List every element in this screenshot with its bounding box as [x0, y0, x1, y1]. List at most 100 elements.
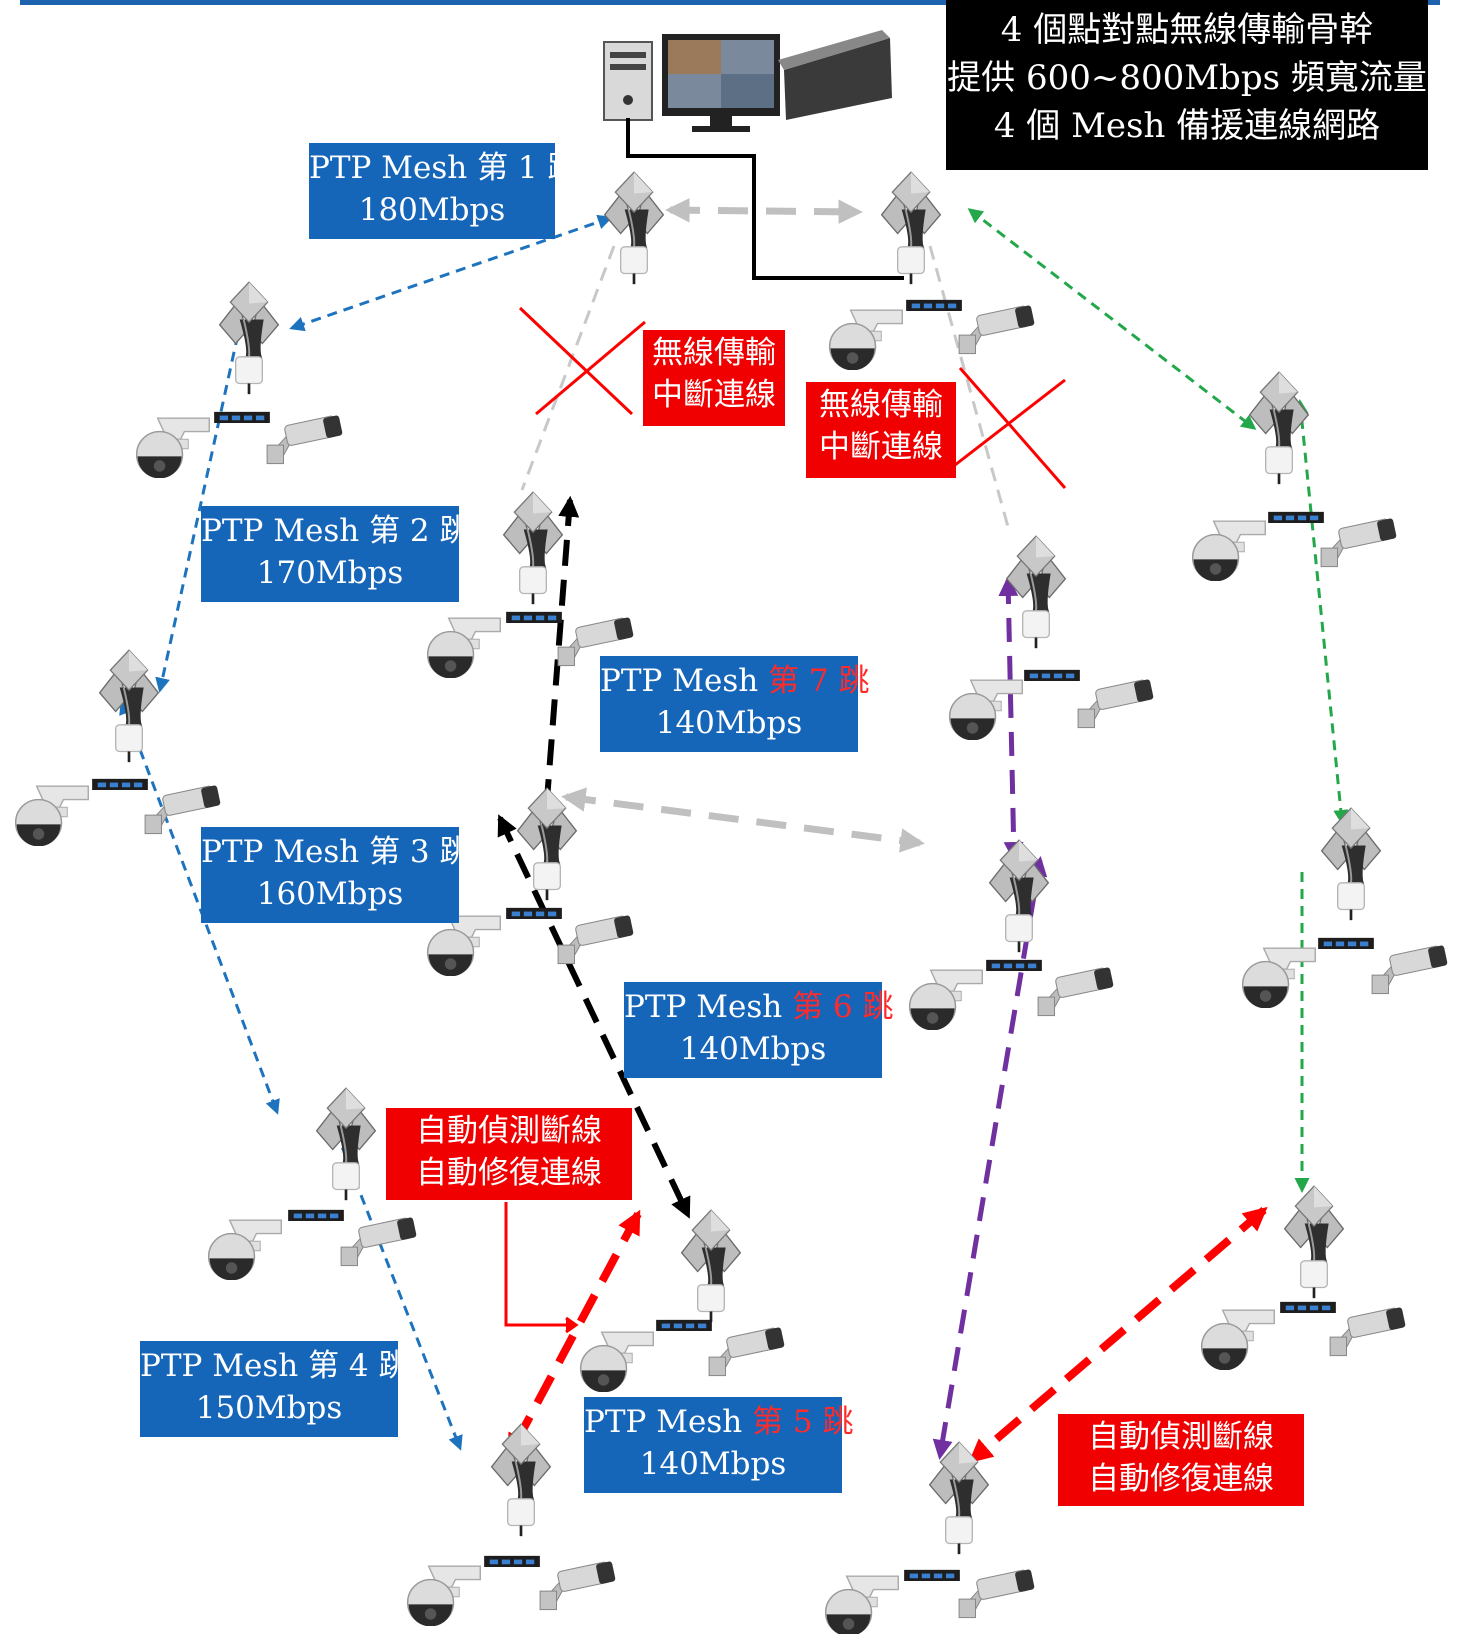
node-icon [1320, 806, 1382, 922]
switch-icon [506, 907, 562, 919]
hop-label-1: PTP Mesh 第 1 跳 180Mbps [309, 143, 579, 239]
hop-number: 第 7 跳 [768, 663, 870, 699]
bullet-camera-icon [708, 1326, 786, 1377]
hop-speed: 140Mbps [655, 705, 803, 741]
ptz-camera-icon [135, 417, 210, 478]
recovery-note-2: 自動偵測斷線 自動修復連線 [1058, 1414, 1304, 1506]
switch-icon [288, 1209, 344, 1221]
hop-number: 第 1 跳 [477, 150, 579, 186]
switch-icon [1318, 937, 1374, 949]
hop-prefix: PTP Mesh [201, 513, 360, 549]
hop-label-3: PTP Mesh 第 3 跳 160Mbps [201, 827, 471, 923]
ptz-camera-icon [828, 309, 903, 370]
hop-number: 第 5 跳 [752, 1404, 854, 1440]
bullet-camera-icon [1329, 1306, 1407, 1357]
red-recovery-path [506, 1206, 1268, 1464]
hop-speed: 150Mbps [195, 1390, 343, 1426]
ptz-camera-icon [406, 1565, 481, 1626]
interruption-note-1: 無線傳輸 中斷連線 [643, 330, 785, 426]
note-line-2: 自動修復連線 [416, 1155, 602, 1191]
switch-icon [92, 778, 148, 790]
hop-speed: 140Mbps [639, 1446, 787, 1482]
node-icon [98, 648, 160, 764]
bullet-camera-icon [1371, 944, 1449, 995]
ptz-camera-icon [579, 1331, 654, 1392]
hop-label-6: PTP Mesh 第 6 跳 140Mbps [624, 982, 894, 1078]
note-line-2: 中斷連線 [819, 429, 943, 465]
switch-icon [986, 959, 1042, 971]
hop-label-7: PTP Mesh 第 7 跳 140Mbps [600, 656, 870, 752]
node-icon [1248, 370, 1310, 486]
ptz-camera-icon [426, 915, 501, 976]
top-accent-bar [20, 0, 1440, 5]
summary-line-1: 4 個點對點無線傳輸骨幹 [1000, 10, 1374, 50]
switch-icon [214, 411, 270, 423]
hop-speed: 180Mbps [358, 192, 506, 228]
bullet-camera-icon [266, 414, 344, 465]
bullet-camera-icon [958, 304, 1036, 355]
gray-links [561, 197, 925, 853]
hop-prefix: PTP Mesh [624, 989, 783, 1025]
ptz-camera-icon [1241, 947, 1316, 1008]
black-path [497, 495, 691, 1219]
hop-number: 第 2 跳 [369, 513, 471, 549]
note-line-1: 無線傳輸 [819, 387, 943, 423]
node-icon [1005, 534, 1067, 650]
hop-label-2: PTP Mesh 第 2 跳 170Mbps [201, 506, 471, 602]
ptz-camera-icon [824, 1575, 899, 1634]
server-station-icon [603, 30, 892, 132]
switch-icon [906, 299, 962, 311]
note-line-1: 自動偵測斷線 [416, 1113, 602, 1149]
hop-number: 第 3 跳 [369, 834, 471, 870]
note-line-2: 自動修復連線 [1088, 1461, 1274, 1497]
summary-line-2: 提供 600~800Mbps 頻寬流量 [947, 58, 1427, 98]
node-icon [502, 490, 564, 606]
hop-speed: 170Mbps [256, 555, 404, 591]
switch-icon [1024, 669, 1080, 681]
interruption-note-2: 無線傳輸 中斷連線 [806, 382, 956, 478]
ptz-camera-icon [908, 969, 983, 1030]
switch-icon [656, 1319, 712, 1331]
ptz-camera-icon [1200, 1309, 1275, 1370]
node-icon [603, 170, 665, 286]
node-icon [928, 1440, 990, 1556]
switch-icon [1280, 1301, 1336, 1313]
hop-prefix: PTP Mesh [201, 834, 360, 870]
ptz-camera-icon [426, 617, 501, 678]
hop-number: 第 4 跳 [308, 1348, 410, 1384]
node-icon [490, 1422, 552, 1538]
bullet-camera-icon [539, 1560, 617, 1611]
hop-label-4: PTP Mesh 第 4 跳 150Mbps [140, 1341, 410, 1437]
bullet-camera-icon [340, 1216, 418, 1267]
node-icon [1283, 1184, 1345, 1300]
hop-speed: 140Mbps [679, 1031, 827, 1067]
switch-icon [904, 1569, 960, 1581]
switch-icon [484, 1555, 540, 1567]
ptz-camera-icon [207, 1219, 282, 1280]
callout-connector [504, 1202, 579, 1334]
hop-speed: 160Mbps [256, 876, 404, 912]
purple-path [932, 576, 1048, 1460]
green-path [967, 208, 1349, 1193]
ptz-camera-icon [14, 785, 89, 846]
summary-line-3: 4 個 Mesh 備援連線網路 [993, 106, 1381, 146]
hop-prefix: PTP Mesh [600, 663, 759, 699]
bullet-camera-icon [1077, 678, 1155, 729]
hop-number: 第 6 跳 [792, 989, 894, 1025]
switch-icon [1268, 511, 1324, 523]
switch-icon [506, 611, 562, 623]
node-icon [315, 1086, 377, 1202]
bullet-camera-icon [1037, 966, 1115, 1017]
hop-prefix: PTP Mesh [309, 150, 468, 186]
node-icon [680, 1208, 742, 1324]
hop-prefix: PTP Mesh [140, 1348, 299, 1384]
note-line-1: 無線傳輸 [652, 335, 776, 371]
node-icon [516, 786, 578, 902]
bullet-camera-icon [1320, 517, 1398, 568]
bullet-camera-icon [557, 914, 635, 965]
node-icon [988, 838, 1050, 954]
bullet-camera-icon [958, 1568, 1036, 1619]
hop-prefix: PTP Mesh [584, 1404, 743, 1440]
summary-box: 4 個點對點無線傳輸骨幹 提供 600~800Mbps 頻寬流量 4 個 Mes… [946, 0, 1428, 170]
